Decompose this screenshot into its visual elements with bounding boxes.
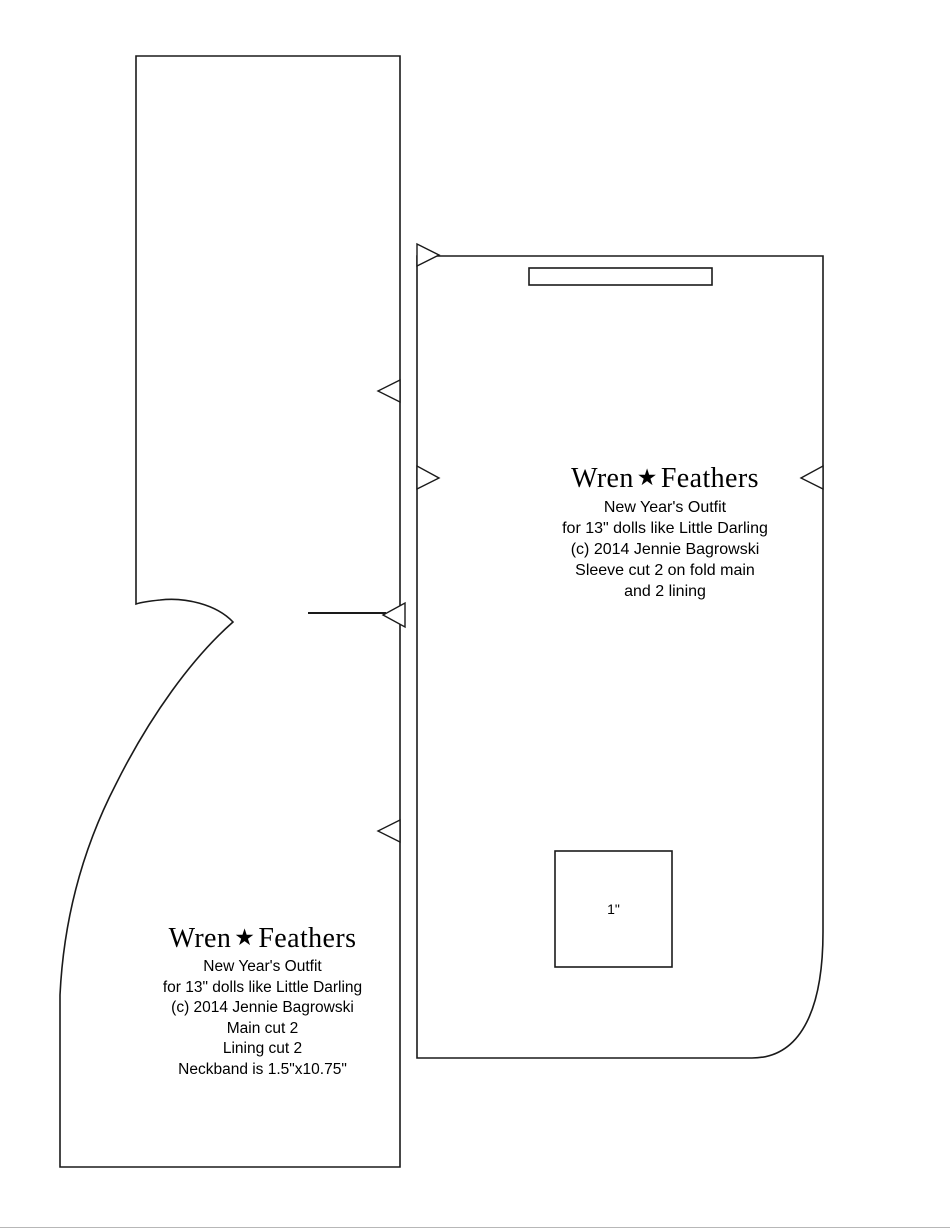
sleeve-piece-label: Wren★Feathers New Year's Outfit for 13" … <box>495 464 835 602</box>
match-triangle-sleeve-right-mid <box>799 464 824 491</box>
brand-right: Feathers <box>258 923 357 954</box>
main-piece-label: Wren★Feathers New Year's Outfit for 13" … <box>90 924 435 1080</box>
star-icon: ★ <box>234 925 256 950</box>
fold-notch-rect <box>528 267 713 286</box>
match-triangle-main-right-line <box>381 601 406 629</box>
match-triangle-sleeve-left-top <box>416 242 441 268</box>
label-line: Sleeve cut 2 on fold main <box>575 562 755 579</box>
label-line: for 13" dolls like Little Darling <box>162 978 363 996</box>
label-line: New Year's Outfit <box>203 958 322 975</box>
label-line: Neckband is 1.5"x10.75" <box>178 1060 347 1078</box>
brand-wordmark: Wren★Feathers <box>90 924 435 955</box>
scale-square-outline <box>554 850 673 968</box>
match-triangle-main-right-upper <box>376 378 401 404</box>
label-line: New Year's Outfit <box>603 499 727 516</box>
label-line: for 13" dolls like Little Darling <box>562 520 768 537</box>
match-triangle-main-right-lower <box>376 818 401 844</box>
brand-left: Wren <box>168 923 232 954</box>
brand-wordmark: Wren★Feathers <box>495 464 835 495</box>
label-line: (c) 2014 Jennie Bagrowski <box>171 999 354 1016</box>
label-line: Lining cut 2 <box>222 1040 303 1057</box>
star-icon: ★ <box>636 465 658 490</box>
brand-left: Wren <box>571 463 634 494</box>
scale-square-label: 1" <box>607 901 620 917</box>
label-line: Main cut 2 <box>226 1019 299 1037</box>
match-triangle-sleeve-left-mid <box>416 464 441 491</box>
main-piece-outline <box>59 55 401 1168</box>
label-line: (c) 2014 Jennie Bagrowski <box>570 541 760 558</box>
sleeve-piece-outline <box>416 255 824 1059</box>
label-line: and 2 lining <box>624 583 706 600</box>
page-edge-line <box>0 1227 950 1228</box>
brand-right: Feathers <box>660 463 759 494</box>
